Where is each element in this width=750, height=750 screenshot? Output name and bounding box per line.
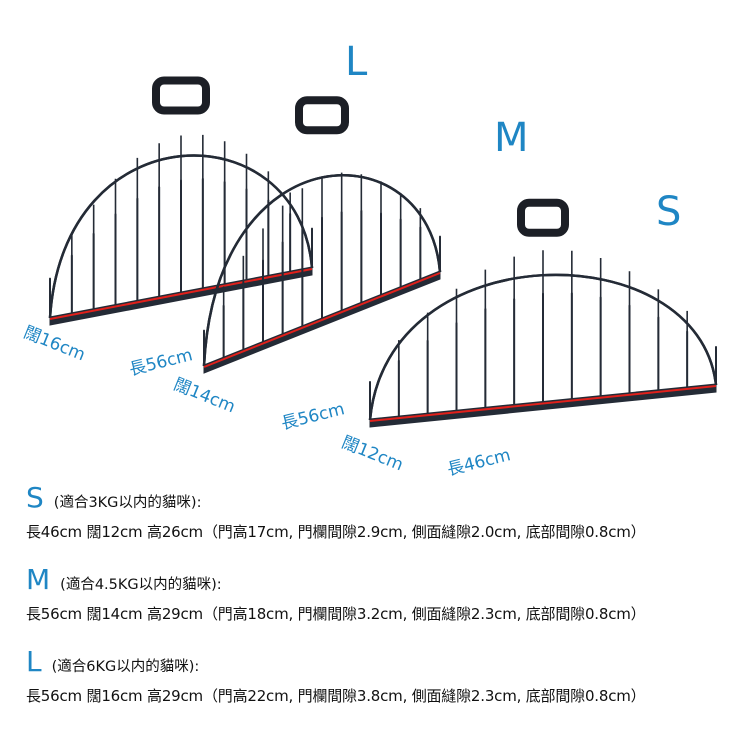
length-measure-line bbox=[49, 268, 313, 320]
spec-details: 長46cm 闊12cm 高26cm（門高17cm, 門欄間隙2.9cm, 側面縫… bbox=[26, 523, 646, 541]
cage-drawing bbox=[48, 76, 718, 428]
spec-weight-note: (適合4.5KG以内的貓咪): bbox=[60, 577, 222, 593]
spec-details: 長56cm 闊16cm 高29cm（門高22cm, 門欄間隙3.8cm, 側面縫… bbox=[26, 687, 646, 705]
length-measure-line bbox=[203, 272, 441, 368]
spec-medium: M (適合4.5KG以内的貓咪): 長56cm 闊14cm 高29cm（門高18… bbox=[26, 563, 646, 624]
spec-size-letter: L bbox=[26, 645, 42, 678]
length-measure-line bbox=[369, 385, 717, 422]
size-label-m: M bbox=[494, 115, 529, 161]
cage-small bbox=[368, 198, 718, 428]
handle-icon bbox=[295, 96, 349, 135]
size-label-l: L bbox=[345, 39, 368, 85]
spec-weight-note: (適合3KG以内的貓咪): bbox=[53, 495, 202, 511]
product-illustration: L M S 闊16cm 長56cm 闊14cm 長56cm 闊12cm 長46c… bbox=[21, 39, 718, 480]
spec-small: S (適合3KG以内的貓咪): 長46cm 闊12cm 高26cm（門高17cm… bbox=[26, 481, 646, 542]
handle-icon bbox=[517, 198, 569, 237]
spec-large: L (適合6KG以内的貓咪): 長56cm 闊16cm 高29cm（門高22cm… bbox=[26, 645, 646, 706]
spec-weight-note: (適合6KG以内的貓咪): bbox=[51, 659, 200, 675]
spec-details: 長56cm 闊14cm 高29cm（門高18cm, 門欄間隙3.2cm, 側面縫… bbox=[26, 605, 646, 623]
spec-size-letter: M bbox=[26, 563, 51, 596]
size-label-s: S bbox=[656, 189, 682, 235]
cage-large bbox=[48, 76, 314, 326]
handle-icon bbox=[152, 76, 210, 115]
spec-size-letter: S bbox=[26, 481, 44, 514]
cage-medium bbox=[202, 96, 442, 374]
